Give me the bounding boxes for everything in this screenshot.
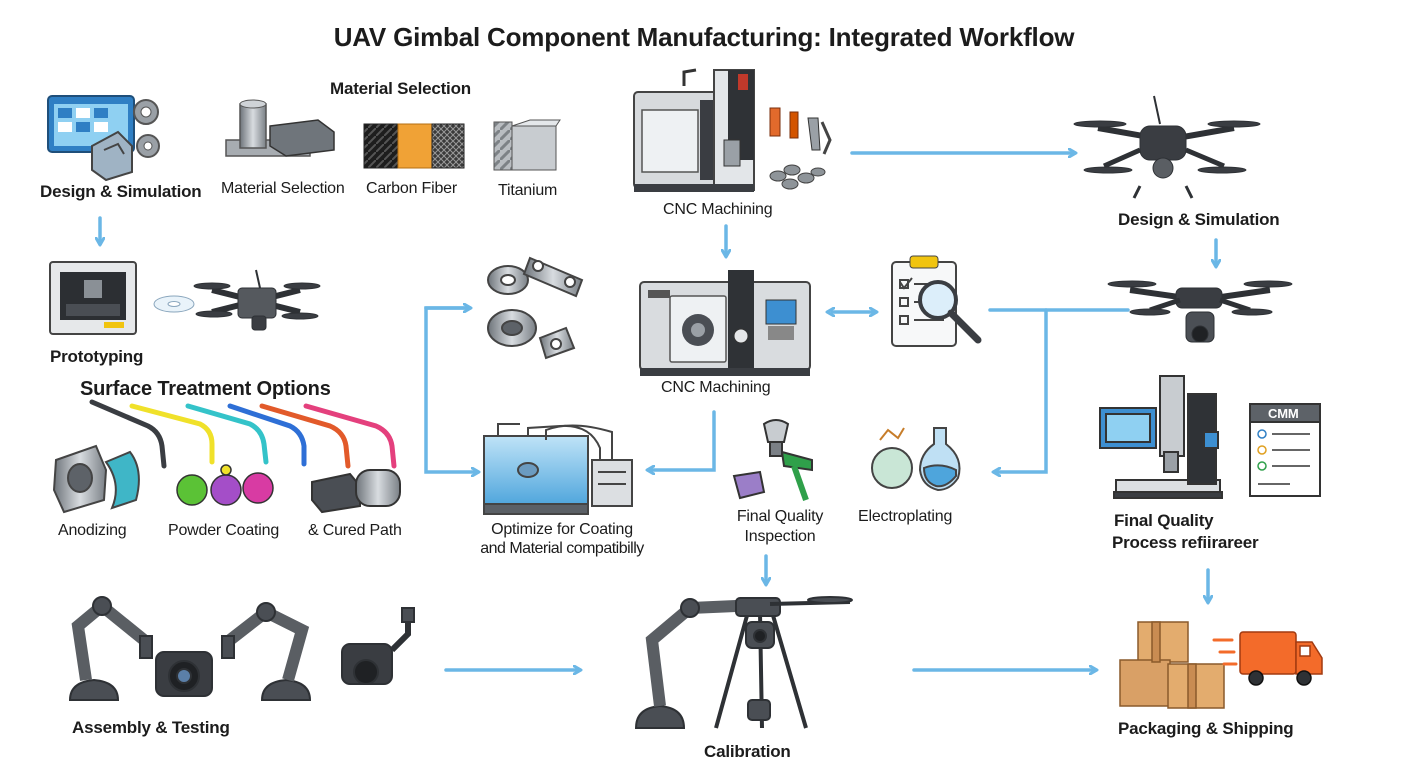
arrow-branch-electroplating <box>994 308 1048 472</box>
label-material-heading: Material Selection <box>330 79 471 98</box>
label-optimize-line1: Optimize for Coating <box>491 521 633 538</box>
cured-path-illustration <box>311 469 401 514</box>
inspection-clipboard-illustration <box>891 255 982 347</box>
drone-gimbal-right-illustration <box>1107 280 1293 343</box>
cnc-machine-mid-illustration <box>639 270 811 376</box>
machined-parts-illustration <box>487 256 584 360</box>
assembly-robots-illustration <box>68 596 415 701</box>
label-design-simulation-left: Design & Simulation <box>40 182 202 201</box>
cnc-machine-top-illustration <box>633 68 832 192</box>
electroplating-illustration <box>871 427 961 492</box>
diagram-title: UAV Gimbal Component Manufacturing: Inte… <box>333 22 1075 52</box>
label-powder-coating: Powder Coating <box>168 522 280 539</box>
drone-top-right-illustration <box>1073 95 1261 199</box>
label-titanium: Titanium <box>498 182 558 199</box>
label-final-qp-line1: Final Quality <box>1114 511 1214 530</box>
coating-tank-illustration <box>483 423 633 515</box>
label-design-simulation-right: Design & Simulation <box>1118 210 1280 229</box>
label-optimize-line2: and Material compatibilly <box>480 540 644 557</box>
label-final-qi-line2: Inspection <box>744 528 816 545</box>
label-assembly-testing: Assembly & Testing <box>72 718 230 737</box>
cmm-station-illustration <box>1099 375 1321 499</box>
label-final-qp-line2: Process refiirareer <box>1112 533 1259 552</box>
design-simulation-illustration <box>47 95 160 182</box>
flow-arrows <box>100 153 1216 670</box>
label-material-selection: Material Selection <box>221 180 345 197</box>
label-cnc-top: CNC Machining <box>663 201 773 218</box>
label-final-qi-line1: Final Quality <box>736 508 824 525</box>
prototyping-illustration <box>49 261 321 335</box>
label-electroplating: Electroplating <box>858 508 953 525</box>
label-carbon-fiber: Carbon Fiber <box>366 180 457 197</box>
label-cnc-mid: CNC Machining <box>661 379 771 396</box>
arrow-loop-parts-tank <box>424 306 478 472</box>
label-calibration: Calibration <box>704 742 791 761</box>
label-cured-path: & Cured Path <box>308 522 402 539</box>
label-anodizing: Anodizing <box>58 522 127 539</box>
powder-coating-illustration <box>176 464 274 506</box>
calibration-illustration <box>634 596 853 729</box>
arrow-cnc-to-tank <box>648 410 716 470</box>
label-cmm: CMM <box>1268 406 1299 421</box>
surface-treatment-paths <box>89 399 397 469</box>
label-packaging-shipping: Packaging & Shipping <box>1118 719 1294 738</box>
anodizing-illustration <box>52 444 140 514</box>
material-samples <box>225 99 561 171</box>
label-prototyping: Prototyping <box>50 347 144 366</box>
label-surface-heading: Surface Treatment Options <box>80 378 331 400</box>
spray-gun-illustration <box>732 419 813 501</box>
packaging-truck-illustration <box>1119 621 1323 709</box>
